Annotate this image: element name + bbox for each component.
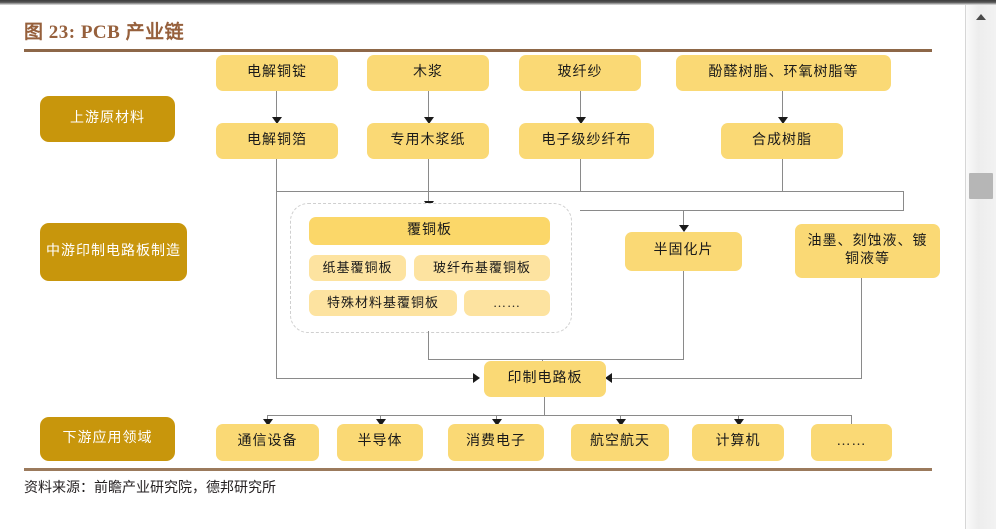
arrow-into-pcb-right [605, 373, 612, 383]
connector-bus-arrow-stem [428, 191, 430, 205]
scrollbar-thumb[interactable] [969, 173, 993, 199]
source-note: 资料来源：前瞻产业研究院，德邦研究所 [24, 481, 276, 496]
connector-pulp-vertical [428, 91, 430, 120]
connector-copperfoil-long-down [276, 191, 278, 378]
connector-prepreg-down [683, 271, 685, 359]
document-canvas: 图 23: PCB 产业链 上游原材料 中游印制电路板制造 下游应用领域 电解铜… [0, 5, 966, 529]
divider-top [24, 49, 932, 52]
stage-label-midstream-text: 中游印制电路板制造 [46, 243, 181, 259]
connector-bus-to-ccl [276, 191, 904, 193]
connector-resin-vertical [782, 91, 784, 120]
connector-copper-vertical [276, 91, 278, 120]
arrow-into-pcb-left [473, 373, 480, 383]
connector-prepreg-to-pcb [542, 359, 684, 361]
arrow-into-prepreg [679, 225, 689, 232]
arrow-downstream-0 [263, 419, 273, 426]
node-downstream-5: …… [811, 424, 892, 461]
divider-bottom [24, 468, 932, 471]
window-top-strip [0, 0, 996, 5]
connector-chemicals-to-pcb [612, 378, 862, 380]
node-downstream-0: 通信设备 [216, 424, 319, 461]
node-ccl-item-3: …… [464, 290, 550, 316]
node-downstream-1: 半导体 [337, 424, 423, 461]
node-downstream-3: 航空航天 [571, 424, 669, 461]
connector-resin-down-1 [782, 159, 784, 191]
connector-glassyarn-vertical [580, 91, 582, 120]
connector-p0-down [276, 159, 278, 191]
arrow-downstream-1 [376, 419, 386, 426]
node-prepreg: 半固化片 [625, 232, 742, 271]
node-ccl-title: 覆铜板 [309, 217, 550, 245]
arrow-resin-down [778, 117, 788, 124]
vertical-scrollbar[interactable] [965, 5, 996, 529]
node-chemicals-text: 油墨、刻蚀液、镀铜液等 [807, 233, 928, 267]
node-ccl-item-1: 玻纤布基覆铜板 [414, 255, 550, 281]
node-raw-1: 木浆 [367, 55, 489, 91]
connector-p1-down [428, 159, 430, 191]
page-title: 图 23: PCB 产业链 [24, 22, 185, 43]
node-downstream-4: 计算机 [692, 424, 784, 461]
connector-p2-down [580, 159, 582, 191]
node-raw-0: 电解铜锭 [216, 55, 338, 91]
connector-pcb-down [544, 397, 546, 415]
connector-copperfoil-to-pcb [276, 378, 475, 380]
node-raw-3: 酚醛树脂、环氧树脂等 [676, 55, 891, 91]
scroll-up-arrow-icon[interactable] [966, 9, 996, 25]
connector-ds-5 [851, 415, 853, 425]
connector-prepreg-bus [580, 210, 904, 212]
arrow-pulp-down [424, 117, 434, 124]
node-ccl-item-0: 纸基覆铜板 [309, 255, 406, 281]
node-raw-2: 玻纤纱 [519, 55, 641, 91]
connector-prepreg-bus-right [903, 191, 905, 211]
node-processed-2: 电子级纱纤布 [519, 123, 654, 159]
connector-downstream-bus [267, 415, 852, 417]
arrow-downstream-2 [492, 419, 502, 426]
connector-chemicals-down [861, 278, 863, 378]
arrow-glassyarn-down [576, 117, 586, 124]
connector-ccl-down [428, 331, 430, 359]
stage-label-midstream: 中游印制电路板制造 [40, 223, 187, 281]
arrow-downstream-4 [734, 419, 744, 426]
node-chemicals: 油墨、刻蚀液、镀铜液等 [795, 224, 940, 278]
node-processed-0: 电解铜箔 [216, 123, 338, 159]
stage-label-upstream: 上游原材料 [40, 96, 175, 142]
node-pcb: 印制电路板 [484, 361, 606, 397]
node-ccl-item-2: 特殊材料基覆铜板 [309, 290, 457, 316]
connector-prepreg-stem [683, 210, 685, 229]
node-processed-1: 专用木浆纸 [367, 123, 489, 159]
arrow-copper-down [272, 117, 282, 124]
connector-ccl-to-pcb [428, 359, 542, 361]
arrow-downstream-3 [616, 419, 626, 426]
node-downstream-2: 消费电子 [448, 424, 544, 461]
node-processed-3: 合成树脂 [721, 123, 843, 159]
stage-label-downstream: 下游应用领域 [40, 417, 175, 461]
